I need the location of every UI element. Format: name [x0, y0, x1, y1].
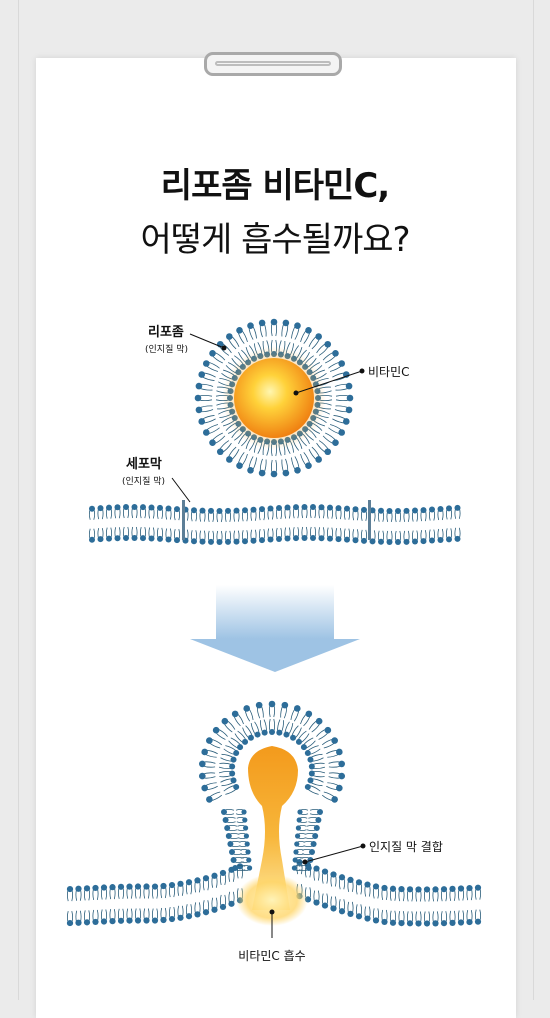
- cell-membrane-bottom: [66, 859, 482, 927]
- down-arrow: [190, 585, 360, 672]
- absorb-label: 비타민C 흡수: [238, 949, 305, 963]
- liposome-label: 리포좀: [148, 324, 184, 340]
- membrane-sub-label: (인지질 막): [122, 475, 165, 487]
- fused-liposome-bilayer: [198, 700, 346, 871]
- membrane-protein-1: [182, 500, 185, 540]
- page-frame-left: [18, 0, 19, 1000]
- label-vitamin: 비타민C: [293, 365, 410, 396]
- title-line-1: 리포좀 비타민C,: [160, 166, 390, 206]
- cell-membrane-top: [89, 504, 461, 545]
- membrane-protein-2: [368, 500, 371, 540]
- label-fusion: 인지질 막 결합: [302, 840, 443, 865]
- vitamin-label: 비타민C: [368, 365, 410, 379]
- label-membrane: 세포막 (인지질 막): [122, 456, 191, 503]
- title-line-2: 어떻게 흡수될까요?: [140, 220, 410, 260]
- fusion-label: 인지질 막 결합: [369, 840, 443, 854]
- membrane-label: 세포막: [126, 456, 162, 472]
- clip-icon: [204, 52, 342, 76]
- vitamin-c-core: [234, 358, 314, 438]
- liposome-sub-label: (인지질 막): [145, 343, 188, 355]
- page-frame-right: [533, 0, 534, 1000]
- label-liposome: 리포좀 (인지질 막): [145, 324, 227, 355]
- label-absorb: 비타민C 흡수: [238, 909, 306, 963]
- vitamin-c-stream: [248, 746, 298, 910]
- absorbed-glow: [236, 874, 308, 926]
